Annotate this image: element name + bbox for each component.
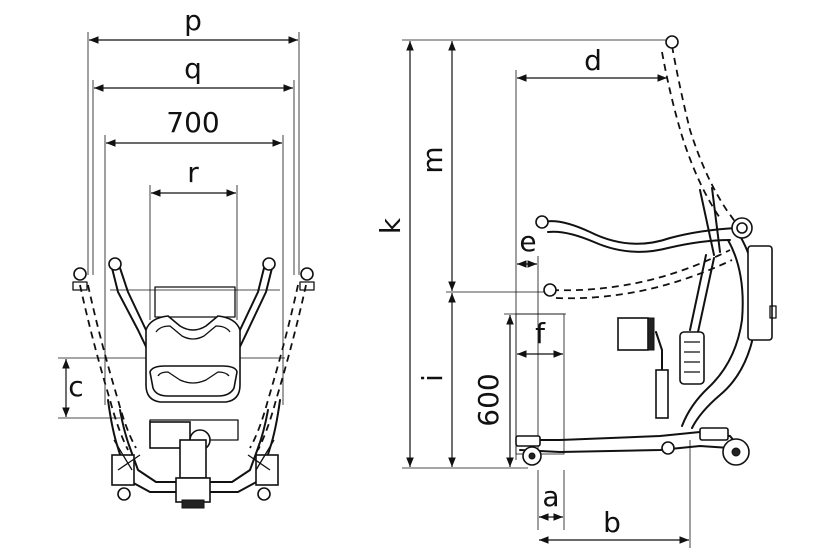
label-k: k bbox=[374, 217, 407, 234]
dimension-a: a bbox=[537, 470, 565, 530]
side-view: k m i 600 d e bbox=[374, 35, 777, 548]
label-m: m bbox=[416, 146, 449, 173]
label-e: e bbox=[519, 225, 536, 258]
dimension-i: i bbox=[416, 293, 456, 467]
dimension-b: b bbox=[539, 440, 691, 548]
label-i: i bbox=[416, 374, 449, 382]
dimension-c: c bbox=[58, 357, 285, 419]
dimension-k: k bbox=[374, 39, 672, 469]
dimension-e: e bbox=[517, 225, 539, 460]
front-view: p q 700 r c bbox=[58, 4, 315, 509]
dimension-600: 600 bbox=[472, 313, 566, 467]
dimension-f: f bbox=[515, 313, 565, 455]
label-f: f bbox=[535, 317, 546, 350]
dimension-q: q bbox=[92, 52, 295, 275]
dimension-p: p bbox=[87, 4, 300, 275]
label-c: c bbox=[68, 370, 83, 403]
dimension-r: r bbox=[149, 156, 238, 320]
label-r: r bbox=[187, 156, 199, 189]
label-700: 700 bbox=[166, 106, 219, 139]
label-b: b bbox=[603, 506, 621, 539]
label-p: p bbox=[184, 4, 202, 37]
label-d: d bbox=[584, 44, 602, 77]
label-a: a bbox=[542, 480, 559, 513]
label-600: 600 bbox=[472, 373, 505, 426]
dimension-m: m bbox=[416, 41, 548, 293]
label-q: q bbox=[184, 52, 202, 85]
dimension-700: 700 bbox=[104, 106, 284, 405]
